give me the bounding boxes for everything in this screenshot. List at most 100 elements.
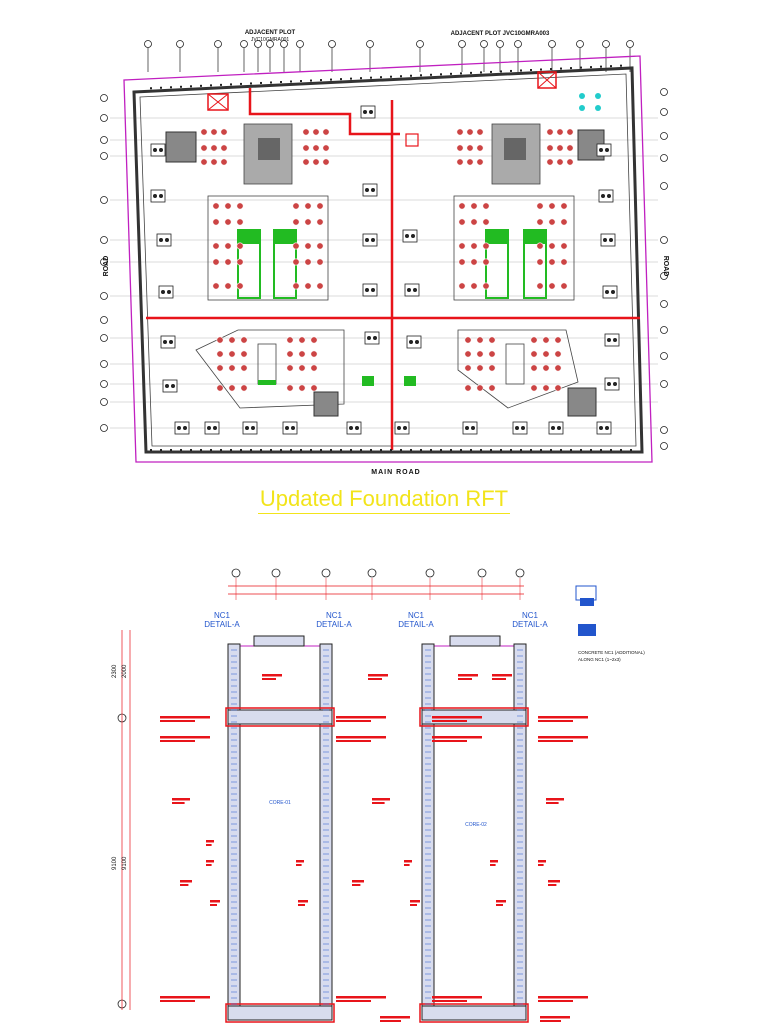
pile (536, 258, 544, 266)
pile (464, 384, 472, 392)
pile (302, 128, 310, 136)
detail-label-4: NC1 DETAIL-A (512, 611, 548, 629)
wall-tick (610, 449, 612, 451)
wall-tick (370, 76, 372, 79)
footing (548, 421, 564, 435)
grid-bubble (231, 568, 241, 578)
pile (240, 350, 248, 358)
footing-pile (613, 338, 617, 342)
rebar-note (262, 678, 276, 680)
rebar-note (298, 900, 308, 903)
footing-pile (163, 340, 167, 344)
pile (200, 128, 208, 136)
building-zone-right (453, 71, 605, 417)
pile (458, 242, 466, 250)
wall-tick (470, 449, 472, 451)
grid-bubble (271, 568, 281, 578)
svg-text:NC1: NC1 (326, 611, 343, 620)
grid-bubble (660, 182, 668, 190)
pile (212, 242, 220, 250)
grid-bubble (626, 40, 634, 48)
rebar-note (410, 904, 417, 906)
pile (548, 258, 556, 266)
rebar-note (180, 880, 192, 883)
footing-pile (207, 426, 211, 430)
pile (228, 384, 236, 392)
main-road-label: MAIN ROAD (371, 469, 420, 476)
core-detail-plan: 2300 2000 9100 9100 NC1 DETAIL-A NC1 DET… (112, 568, 645, 1023)
wall-tick (290, 449, 292, 451)
pile (286, 336, 294, 344)
dim-mid-2: 9100 (122, 856, 128, 870)
grid-bubble (366, 40, 374, 48)
rebar-note (206, 840, 214, 843)
pile (286, 384, 294, 392)
wall-tick (310, 449, 312, 451)
pile (548, 202, 556, 210)
wall-tick (400, 449, 402, 451)
pile (560, 282, 568, 290)
grid-bubble (548, 40, 556, 48)
pile (530, 364, 538, 372)
footing-pile (159, 148, 163, 152)
rebar-note (336, 720, 371, 722)
rebar-note (160, 736, 210, 739)
rebar-note (432, 996, 482, 999)
wall-tick (160, 86, 162, 89)
wall-tick (590, 449, 592, 451)
grid-bubble (100, 380, 108, 388)
rebar-note (410, 900, 420, 903)
basement-inner-outline (139, 73, 637, 447)
rebar-note (432, 740, 467, 742)
pile (292, 202, 300, 210)
footing-pile (607, 194, 611, 198)
footing-pile (607, 338, 611, 342)
pile (542, 364, 550, 372)
wall-tick (170, 449, 172, 451)
pile (292, 218, 300, 226)
pile (556, 144, 564, 152)
wall-tick (370, 449, 372, 451)
pile (212, 202, 220, 210)
pile (560, 218, 568, 226)
wall-tick (210, 449, 212, 451)
pile (556, 158, 564, 166)
grid-bubble (660, 108, 668, 116)
footing-pile (171, 384, 175, 388)
road-left-label: ROAD (103, 256, 110, 277)
pile (476, 128, 484, 136)
rebar-note (540, 1016, 570, 1019)
footing (394, 421, 410, 435)
rebar-note (172, 798, 190, 801)
pile (200, 144, 208, 152)
caption-text: Updated Foundation RFT (257, 486, 511, 514)
grid-bubble (100, 136, 108, 144)
footing (406, 335, 422, 349)
adjacent-plot-right-label: ADJACENT PLOT JVC10GMRA003 (451, 31, 550, 37)
footing-pile (605, 426, 609, 430)
footing-pile (159, 238, 163, 242)
pile (546, 128, 554, 136)
footing-pile (165, 238, 169, 242)
basement-outline (132, 66, 644, 454)
pile (470, 202, 478, 210)
wall-tick (410, 449, 412, 451)
pile (470, 258, 478, 266)
rebar-note (160, 720, 195, 722)
rebar-note (546, 798, 564, 801)
wall-tick (300, 80, 302, 83)
wall-tick (440, 449, 442, 451)
wall-tick (580, 449, 582, 451)
grid-bubble (514, 40, 522, 48)
rebar-note (180, 884, 189, 886)
footing (602, 285, 618, 299)
pile (304, 202, 312, 210)
pile (548, 282, 556, 290)
pile (554, 350, 562, 358)
grid-bubble (576, 40, 584, 48)
pile (566, 144, 574, 152)
grid-bubble (254, 40, 262, 48)
rebar-note (380, 1016, 410, 1019)
pile (236, 202, 244, 210)
rebar-note (210, 900, 220, 903)
